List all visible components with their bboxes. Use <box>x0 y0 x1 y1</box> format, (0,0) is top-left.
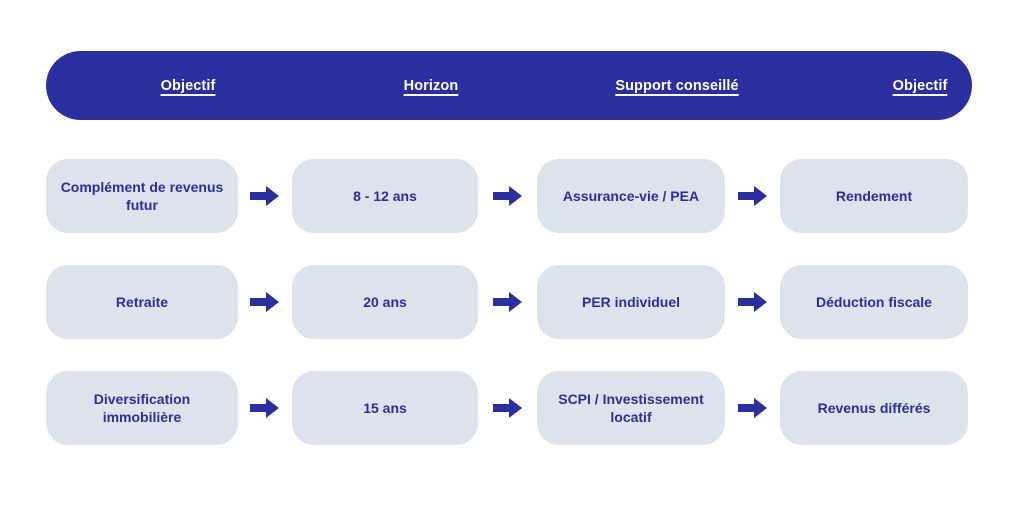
flow-card[interactable]: Complément de revenus futur <box>46 159 238 233</box>
flow-card-label: 20 ans <box>363 293 407 310</box>
flow-card[interactable]: Déduction fiscale <box>780 265 968 339</box>
flow-card[interactable]: Assurance-vie / PEA <box>537 159 725 233</box>
flow-card-label: Complément de revenus futur <box>60 178 224 213</box>
diagram-row: Retraite 20 ans PER individuel Déduction… <box>0 265 1024 339</box>
flow-card-label: 8 - 12 ans <box>353 187 417 204</box>
flow-card[interactable]: SCPI / Investissement locatif <box>537 371 725 445</box>
arrow-right-icon <box>725 265 780 339</box>
flow-card-label: SCPI / Investissement locatif <box>558 390 704 425</box>
header-label: Horizon <box>403 77 459 94</box>
arrow-right-icon <box>238 159 292 233</box>
header-label: Support conseillé <box>615 77 739 94</box>
flow-card-label: Diversification immobilière <box>93 390 191 425</box>
flow-card[interactable]: 8 - 12 ans <box>292 159 478 233</box>
header-label: Objectif <box>160 77 216 94</box>
arrow-right-icon <box>238 371 292 445</box>
flow-card-label: Retraite <box>115 293 169 310</box>
header-column-objectif: Objectif <box>92 51 284 120</box>
flow-card[interactable]: Diversification immobilière <box>46 371 238 445</box>
flow-card[interactable]: 15 ans <box>292 371 478 445</box>
header-column-objectif-final: Objectif <box>826 51 1014 120</box>
flow-card[interactable]: Retraite <box>46 265 238 339</box>
flow-card[interactable]: PER individuel <box>537 265 725 339</box>
header-column-support-conseille: Support conseillé <box>583 51 771 120</box>
flow-card-label: PER individuel <box>581 293 680 310</box>
header-column-horizon: Horizon <box>338 51 524 120</box>
flow-card[interactable]: 20 ans <box>292 265 478 339</box>
flow-card-label: Assurance-vie / PEA <box>562 187 700 204</box>
flow-card-label: Déduction fiscale <box>816 293 932 310</box>
flow-card[interactable]: Rendement <box>780 159 968 233</box>
arrow-right-icon <box>478 159 537 233</box>
diagram-row: Complément de revenus futur 8 - 12 ans A… <box>0 159 1024 233</box>
arrow-right-icon <box>238 265 292 339</box>
flow-card-label: Revenus différés <box>817 399 931 416</box>
flow-card[interactable]: Revenus différés <box>780 371 968 445</box>
header-label: Objectif <box>892 77 948 94</box>
arrow-right-icon <box>478 371 537 445</box>
flow-card-label: 15 ans <box>363 399 407 416</box>
arrow-right-icon <box>478 265 537 339</box>
arrow-right-icon <box>725 159 780 233</box>
diagram-row: Diversification immobilière 15 ans SCPI … <box>0 371 1024 445</box>
flow-card-label: Rendement <box>835 187 913 204</box>
diagram-header-bar: Objectif Horizon Support conseillé Objec… <box>46 51 972 120</box>
arrow-right-icon <box>725 371 780 445</box>
